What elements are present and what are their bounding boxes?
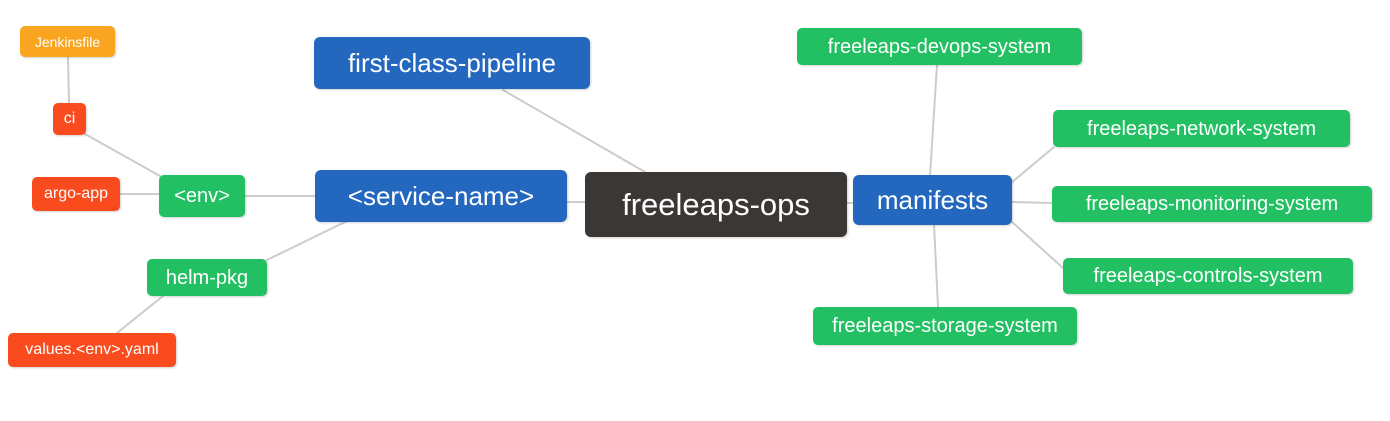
edge-manifests-storage-system [933,223,939,308]
node-ci[interactable]: ci [53,103,86,135]
node-freeleaps-monitoring-system[interactable]: freeleaps-monitoring-system [1052,186,1372,222]
edge-manifests-monitoring-system [1010,201,1054,204]
edge-service-name-helm-pkg [266,220,348,261]
node-helm-pkg[interactable]: helm-pkg [147,259,267,296]
node-freeleaps-network-system[interactable]: freeleaps-network-system [1053,110,1350,147]
node-freeleaps-storage-system[interactable]: freeleaps-storage-system [813,307,1077,345]
node-freeleaps-controls-system[interactable]: freeleaps-controls-system [1063,258,1353,294]
edge-root-first-class-pipeline [502,89,646,173]
edge-helm-pkg-values-env-yaml [116,295,164,334]
node-first-class-pipeline[interactable]: first-class-pipeline [314,37,590,89]
edge-manifests-network-system [1010,146,1055,184]
node-manifests[interactable]: manifests [853,175,1012,225]
edge-manifests-controls-system [1010,220,1064,269]
node-freeleaps-devops-system[interactable]: freeleaps-devops-system [797,28,1082,65]
node-env[interactable]: <env> [159,175,245,217]
node-freeleaps-ops[interactable]: freeleaps-ops [585,172,847,237]
node-service-name[interactable]: <service-name> [315,170,567,222]
edge-ci-jenkinsfile [67,56,70,104]
edge-env-ci [84,133,161,177]
node-values-env-yaml[interactable]: values.<env>.yaml [8,333,176,367]
node-argo-app[interactable]: argo-app [32,177,120,211]
node-jenkinsfile[interactable]: Jenkinsfile [20,26,115,57]
edge-manifests-devops-system [929,64,938,177]
